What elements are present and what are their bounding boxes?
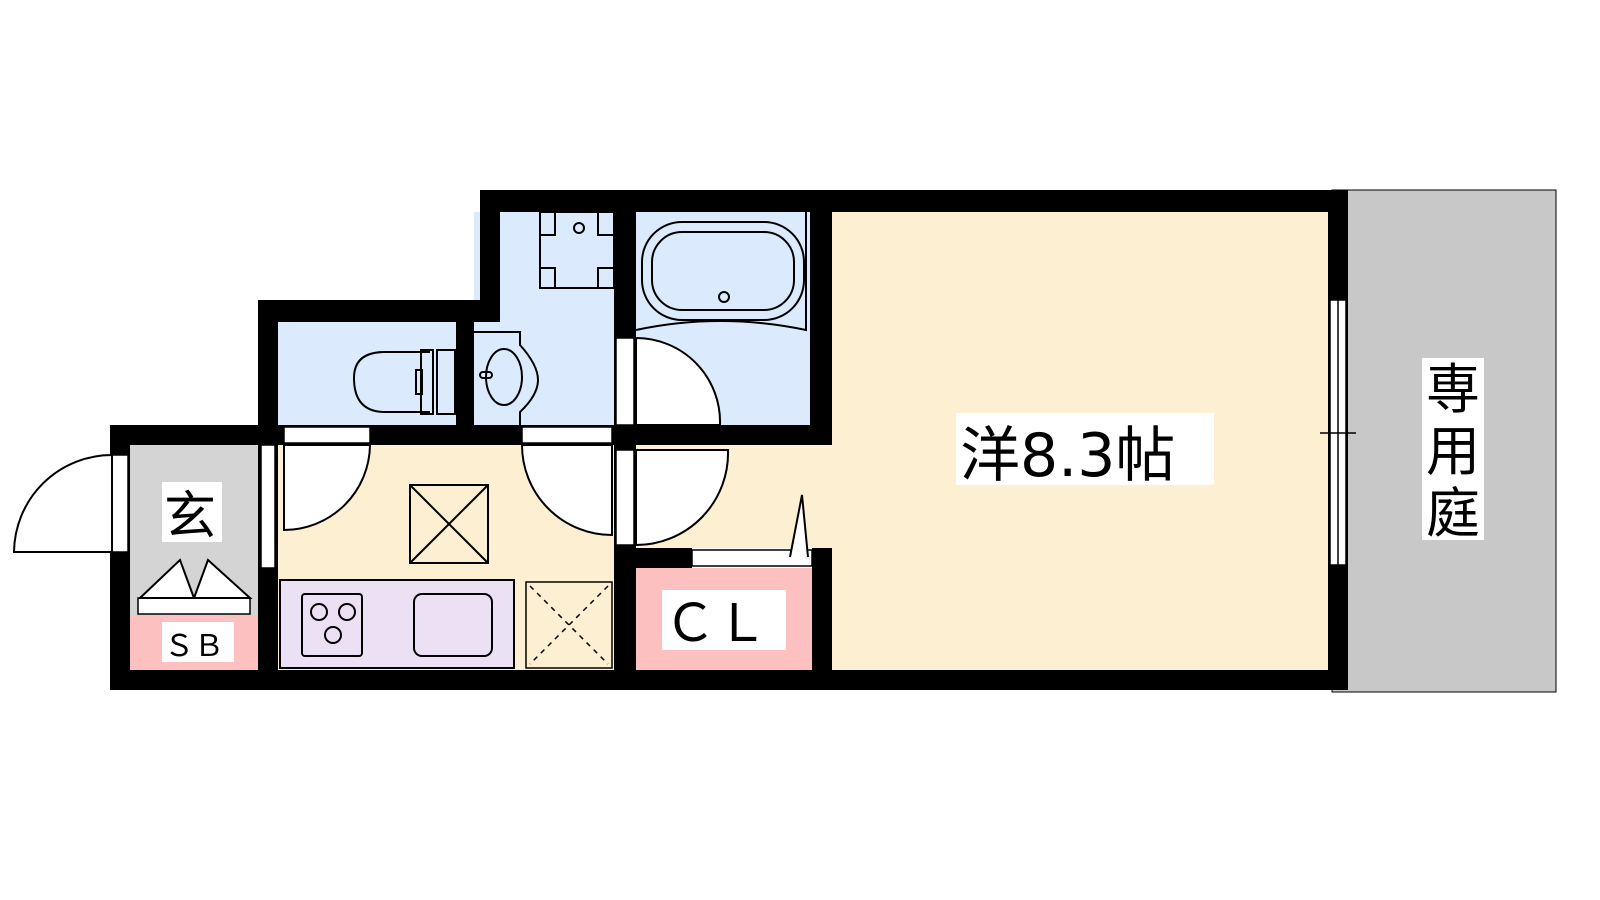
door-swings [12,336,809,599]
storage-hatch [409,484,489,564]
shoe-box-label: ＳＢ [164,629,224,664]
unit-bathtub [635,212,807,332]
stove-burners-icon [310,603,356,644]
kitchen-counter [279,579,515,669]
refrigerator-space [525,581,613,669]
entrance-label: 玄 [164,487,216,547]
wash-basin [474,331,540,425]
garden-label-1: 専 [1426,358,1480,421]
closet-label: ＣＬ [664,594,768,654]
toilet-fixture [352,349,456,415]
washing-machine-pan [539,211,615,289]
western-room-label: 洋8.3帖 [960,421,1175,491]
garden-label-2: 用 [1426,420,1480,483]
garden-label-3: 庭 [1426,482,1480,545]
toilet-floor [278,322,456,425]
